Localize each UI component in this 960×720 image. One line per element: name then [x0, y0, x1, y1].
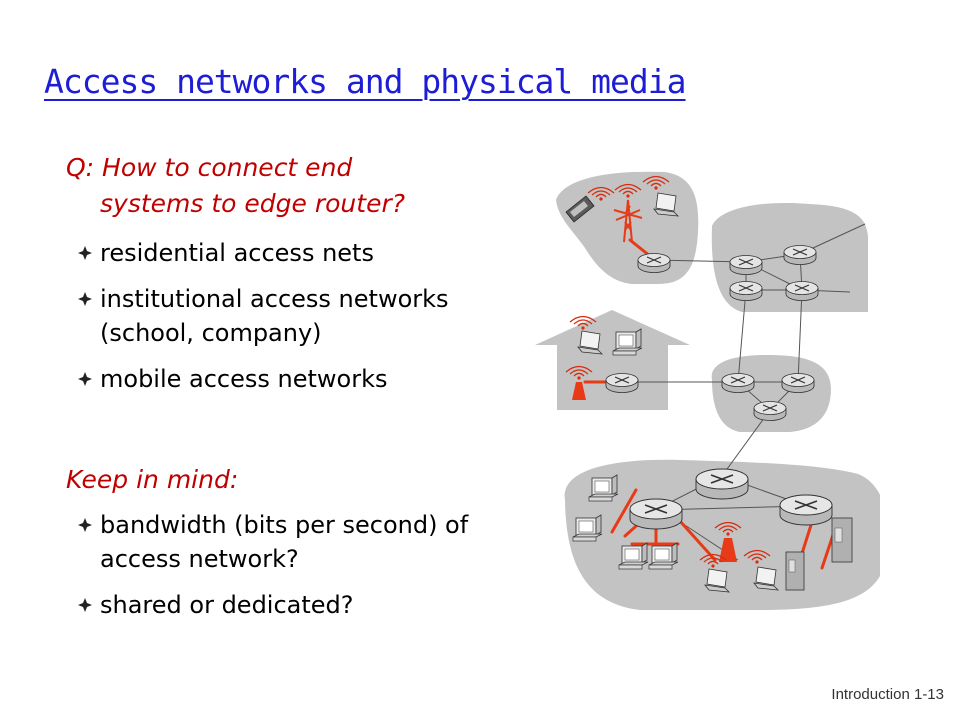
router-icon	[629, 498, 683, 530]
bullet-diamond-icon	[78, 292, 92, 306]
router-icon	[783, 244, 817, 266]
network-diagram	[535, 171, 880, 610]
laptop-icon	[653, 192, 679, 217]
mobile-phone-icon	[565, 195, 595, 223]
bullet-diamond-icon	[78, 598, 92, 612]
laptop-icon	[704, 568, 730, 593]
server-icon	[785, 551, 805, 591]
question-line-2: systems to edge router?	[100, 189, 405, 218]
router-icon	[695, 468, 749, 500]
slide-title: Access networks and physical media	[44, 62, 687, 101]
laptop-icon	[577, 330, 603, 355]
list-item: institutional access networks (school, c…	[66, 282, 506, 350]
bullet-diamond-icon	[78, 372, 92, 386]
bullet-diamond-icon	[78, 246, 92, 260]
wireless-access-point-icon	[572, 382, 586, 400]
list-item: shared or dedicated?	[66, 588, 506, 622]
cell-tower-icon	[613, 199, 643, 243]
router-icon	[721, 372, 755, 394]
server-icon	[831, 517, 853, 563]
access-network-list: residential access nets institutional ac…	[66, 236, 506, 408]
list-item: bandwidth (bits per second) of access ne…	[66, 508, 506, 576]
router-icon	[781, 372, 815, 394]
router-icon	[729, 280, 763, 302]
laptop-icon	[753, 566, 779, 591]
question-text: Q: How to connect end systems to edge ro…	[66, 150, 516, 222]
bullet-diamond-icon	[78, 518, 92, 532]
question-line-1: Q: How to connect end	[66, 153, 353, 182]
list-item: mobile access networks	[66, 362, 506, 396]
slide-footer: Introduction 1-13	[831, 686, 944, 703]
router-icon	[785, 280, 819, 302]
router-icon	[729, 254, 763, 276]
router-icon	[605, 372, 639, 394]
router-icon	[637, 252, 671, 274]
keep-in-mind-heading: Keep in mind:	[66, 465, 239, 494]
keep-in-mind-list: bandwidth (bits per second) of access ne…	[66, 508, 506, 634]
home-network-house	[535, 310, 690, 410]
router-icon	[779, 494, 833, 526]
list-item: residential access nets	[66, 236, 506, 270]
wireless-access-point-icon	[719, 538, 737, 562]
router-icon	[753, 400, 787, 422]
